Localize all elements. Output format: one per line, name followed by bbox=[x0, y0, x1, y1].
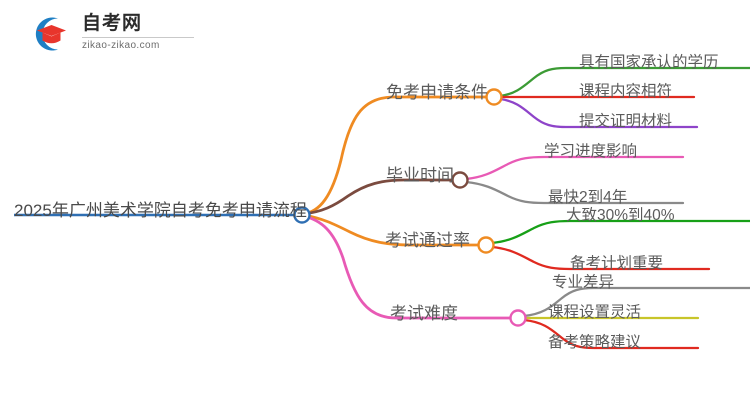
leaf-label-3-1[interactable]: 大致30%到40% bbox=[566, 207, 675, 224]
branch-label-2[interactable]: 毕业时间 bbox=[386, 166, 454, 185]
site-logo[interactable]: 自考网 zikao-zikao.com bbox=[28, 10, 198, 58]
logo-mortarboard-body bbox=[42, 32, 61, 44]
logo-chinese-name: 自考网 bbox=[82, 13, 143, 34]
leaf-label-2-1[interactable]: 学习进度影响 bbox=[544, 143, 638, 160]
leaf-label-4-1[interactable]: 专业差异 bbox=[552, 274, 615, 291]
logo-domain-text: zikao-zikao.com bbox=[82, 40, 160, 51]
branch-label-1[interactable]: 免考申请条件 bbox=[386, 83, 488, 102]
branch-4-node-circle[interactable] bbox=[509, 309, 527, 327]
leaf-label-1-3[interactable]: 提交证明材料 bbox=[579, 113, 673, 130]
branch-1-node-circle[interactable] bbox=[485, 88, 503, 106]
root-node-label[interactable]: 2025年广州美术学院自考免考申请流程 bbox=[14, 201, 307, 220]
leaf-label-1-1[interactable]: 具有国家承认的学历 bbox=[579, 54, 719, 71]
logo-mortarboard-top bbox=[37, 25, 66, 36]
leaf-label-1-2[interactable]: 课程内容相符 bbox=[579, 83, 673, 100]
leaf-label-2-2[interactable]: 最快2到4年 bbox=[548, 189, 628, 206]
branch-3-node-circle[interactable] bbox=[477, 236, 495, 254]
leaf-label-3-2[interactable]: 备考计划重要 bbox=[570, 255, 664, 272]
logo-text-block: 自考网 zikao-zikao.com bbox=[82, 13, 198, 52]
leaf-label-4-2[interactable]: 课程设置灵活 bbox=[548, 304, 642, 321]
branch-label-3[interactable]: 考试通过率 bbox=[385, 231, 470, 250]
edge-root-to-branch-1 bbox=[301, 95, 491, 216]
zikao-logo-icon bbox=[35, 17, 66, 51]
branch-2-node-circle[interactable] bbox=[451, 171, 469, 189]
branch-label-4[interactable]: 考试难度 bbox=[390, 304, 458, 323]
leaf-label-4-3[interactable]: 备考策略建议 bbox=[548, 334, 642, 351]
logo-arc-shape bbox=[35, 17, 58, 51]
logo-divider bbox=[82, 37, 194, 38]
